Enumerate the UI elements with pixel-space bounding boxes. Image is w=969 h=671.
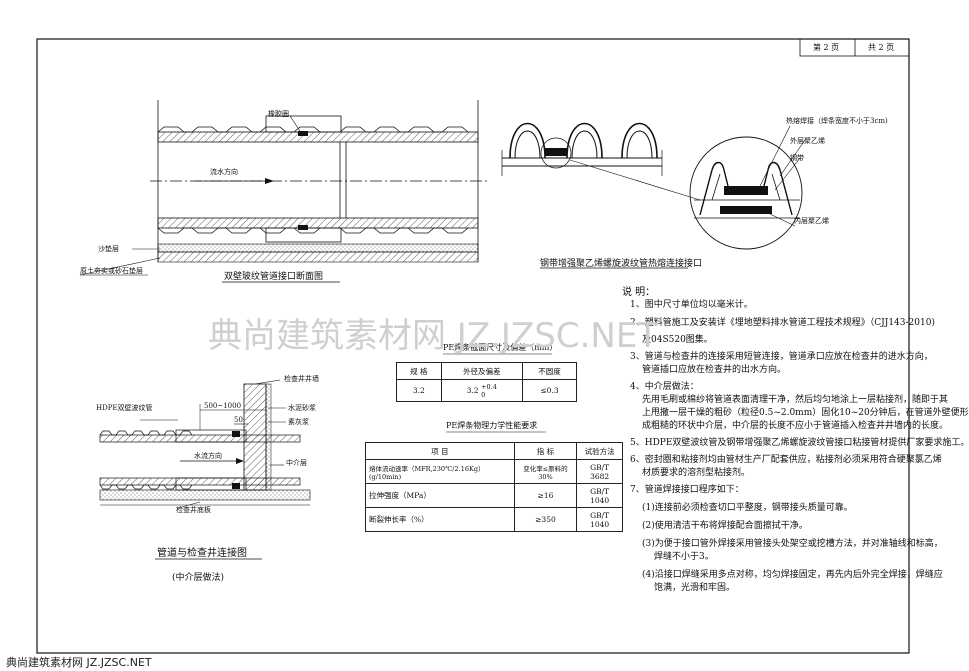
table-cell: 熔体流动速率（MFR,230℃/2.16Kg）(g/10min) [365, 459, 515, 484]
note-line: 7、管道焊接接口程序如下： [630, 485, 744, 495]
table-cell: GB/T 1040 [576, 483, 623, 508]
od-value: 3.2 [466, 385, 479, 395]
note-line: (3)为便于接口管外焊接采用管接头处架空或挖槽方法，并对准轴线和标高， [642, 539, 943, 549]
base-layer-label: 原土夯实或砂石垫层 [80, 267, 143, 275]
note-line: (4)沿接口焊缝采用多点对称，均匀焊接固定，再先内后外完全焊接，焊缝应 [642, 570, 943, 580]
note-line: 管道插口应放在检查井的出水方向。 [642, 365, 787, 375]
note-line: 2、塑料管施工及安装详《埋地塑料排水管道工程技术规程》（CJJ143-2010) [630, 318, 935, 328]
footer-text: 典尚建筑素材网 JZ.JZSC.NET [6, 656, 152, 669]
note-line: 焊缝不小于3。 [654, 552, 714, 562]
table-cell: ≥350 [513, 507, 578, 532]
note-line: (1)连接前必须检查切口平整度，钢带接头质量可靠。 [642, 503, 853, 513]
table-header: 项 目 [365, 442, 515, 460]
od-tol-plus: +0.4 [481, 382, 497, 391]
steel-belt-label: 钢带 [790, 154, 804, 162]
page-total: 共 2 页 [868, 43, 895, 52]
manhole-floor-label: 检查井底板 [176, 506, 211, 514]
section-title: 双壁玻纹管道接口断面图 [224, 272, 324, 282]
weld-rod-size-table: 规 格 外径及偏差 不圆度 3.2 3.2 +0.4 0 ≤0.3 [396, 362, 577, 402]
note-line: 6、密封圈和粘接剂均由管材生产厂配套供应，粘接剂必须采用符合硬聚氯乙烯 [630, 455, 942, 465]
dimension-label-50: 50 [234, 416, 243, 424]
note-line: 上甩撒一层干燥的粗砂（粒径0.5~2.0mm）固化10~20分钟后，在管道外壁便… [642, 408, 969, 418]
table-row: 断裂伸长率（%） ≥350 GB/T 1040 [365, 507, 623, 532]
manhole-subtitle: (中介层做法) [172, 573, 225, 583]
table-row: 规 格 外径及偏差 不圆度 [396, 362, 577, 380]
table-row: 拉伸强度（MPa） ≥16 GB/T 1040 [365, 483, 623, 508]
sand-layer-label: 沙垫层 [98, 245, 119, 253]
outer-pe-label: 外层聚乙烯 [790, 137, 825, 145]
watermark: 典尚建筑素材网 JZ.JZSC.NET [208, 316, 659, 356]
dimension-label: 500~1000 [204, 402, 242, 410]
gasket-label: 橡胶圈 [268, 110, 289, 118]
table-cell: ≥16 [513, 483, 578, 508]
table-row: 项 目 指 标 试验方法 [365, 442, 623, 460]
table2-title: PE焊条物理力学性能要求 [446, 421, 538, 430]
table-cell: 3.2 +0.4 0 [440, 379, 524, 402]
page-number: 第 2 页 [813, 43, 840, 52]
table-row: 熔体流动速率（MFR,230℃/2.16Kg）(g/10min) 变化率≤原料的… [365, 459, 623, 484]
table-cell: 拉伸强度（MPa） [365, 483, 515, 508]
manhole-wall-label: 检查井井墙 [284, 375, 319, 383]
note-line: 4、中介层做法： [630, 382, 699, 392]
note-line: 材质要求的溶剂型粘接剂。 [642, 468, 751, 478]
table-cell: 变化率≤原料的30% [513, 459, 578, 484]
weld-rod-property-table: 项 目 指 标 试验方法 熔体流动速率（MFR,230℃/2.16Kg）(g/1… [365, 442, 623, 532]
note-line: (2)使用清洁干布将焊接配合面擦拭干净。 [642, 521, 808, 531]
table-row: 3.2 3.2 +0.4 0 ≤0.3 [396, 379, 577, 402]
table-cell: 断裂伸长率（%） [365, 507, 515, 532]
notes-title: 说 明： [622, 287, 656, 298]
table-cell: GB/T 3682 [576, 459, 623, 484]
od-tol-minus: 0 [481, 390, 486, 399]
note-line: 及04S520图集。 [642, 335, 713, 345]
note-line: 先用毛刷或棉纱将管道表面清理干净，然后均匀地涂上一层粘接剂，随即于其 [642, 395, 949, 405]
medium-layer-label: 中介层 [286, 459, 307, 467]
table1-title: PE焊条截面尺寸及偏差（mm） [443, 343, 558, 352]
note-line: 1、图中尺寸单位均以毫米计。 [630, 300, 753, 310]
flow-direction-label: 流水方向 [210, 168, 238, 176]
manhole-title: 管道与检查井连接图 [157, 548, 247, 559]
weld-label: 热熔焊接（焊条宽度不小于3cm) [786, 117, 888, 125]
table-cell: 3.2 [396, 379, 442, 402]
note-line: 5、HDPE双壁波纹管及钢带增强聚乙烯螺旋波纹管接口粘接管材提供厂家要求施工。 [630, 438, 969, 448]
table-cell: ≤0.3 [522, 379, 577, 402]
inner-pe-label: 内层聚乙烯 [794, 217, 829, 225]
table-header: 指 标 [513, 442, 578, 460]
notes-list: 1、图中尺寸单位均以毫米计。 2、塑料管施工及安装详《埋地塑料排水管道工程技术规… [630, 299, 969, 595]
note-line: 饱满，光滑和牢固。 [654, 583, 736, 593]
note-line: 3、管道与检查井的连接采用短管连接，管道承口应放在检查井的进水方向， [630, 352, 933, 362]
heat-fusion-title: 钢带增强聚乙烯螺旋波纹管热熔连接接口 [540, 259, 703, 269]
water-flow-label: 水流方向 [194, 452, 222, 460]
note-line: 成粗糙的环状中介层，中介层的长度不应小于管道插入检查井井墙内的长度。 [642, 421, 949, 431]
table-cell: GB/T 1040 [576, 507, 623, 532]
table-header: 试验方法 [576, 442, 623, 460]
hdpe-pipe-label: HDPE双壁波纹管 [96, 404, 153, 412]
concrete-label: 素灰浆 [288, 418, 309, 426]
mortar-label: 水泥砂浆 [288, 404, 316, 412]
